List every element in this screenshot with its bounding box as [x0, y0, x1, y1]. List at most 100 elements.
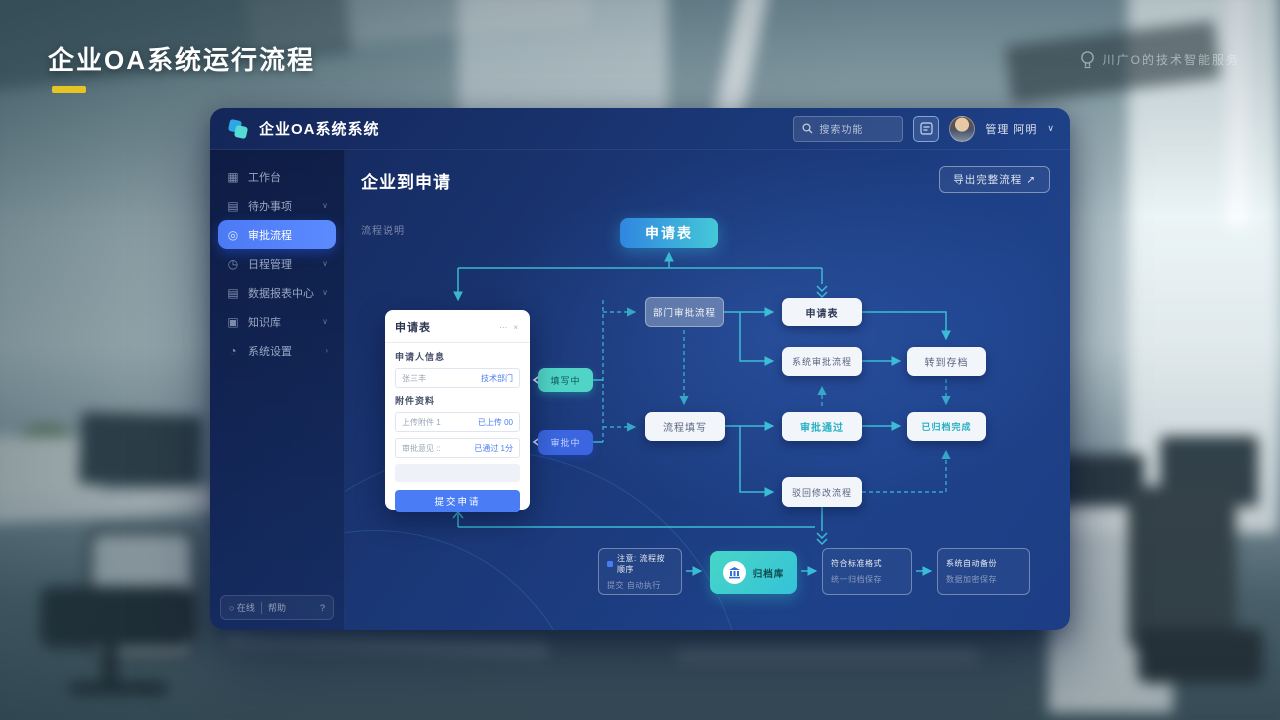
- field-link[interactable]: 已上传 00: [477, 417, 513, 427]
- search-placeholder: 搜索功能: [819, 125, 864, 136]
- watermark: 川广O的技术智能服务: [1079, 50, 1240, 69]
- user-name[interactable]: 管理 阿明: [985, 123, 1038, 136]
- sidebar-item-approval-flow[interactable]: ◎ 审批流程: [218, 220, 336, 249]
- std-line2: 统一归档保存: [831, 575, 882, 584]
- chevron-down-icon[interactable]: ∨: [1047, 123, 1054, 133]
- chevron-icon: ∨: [322, 288, 328, 297]
- watermark-text: 川广O的技术智能服务: [1102, 53, 1240, 67]
- archive-box[interactable]: 归档库: [710, 551, 797, 594]
- sidebar-item-label: 日程管理: [248, 258, 292, 271]
- sidebar-item-label: 审批流程: [248, 229, 292, 242]
- flow-node-application-form-top[interactable]: 申请表: [620, 218, 718, 248]
- form-field-attachment[interactable]: 上传附件 1 已上传 00: [395, 412, 520, 432]
- form-section-applicant: 申请人信息: [395, 352, 446, 362]
- flow-canvas: 企业到申请 流程说明 导出完整流程 ↗: [345, 150, 1070, 630]
- page-subtitle: 流程说明: [361, 226, 405, 237]
- application-form-card: 申请表 ⋯ × 申请人信息 张三丰 技术部门 附件资料 上传附件 1 已上传 0…: [385, 310, 530, 512]
- field-value: 上传附件 1: [402, 417, 441, 427]
- card-controls[interactable]: ⋯ ×: [499, 322, 520, 332]
- flow-node-sys-review[interactable]: 系统审批流程: [782, 347, 862, 376]
- book-icon: ▣: [227, 314, 239, 329]
- office-chair-seat: [1138, 628, 1263, 683]
- sidebar-item-reports[interactable]: ▤ 数据报表中心 ∨: [218, 278, 336, 307]
- sidebar-item-todo[interactable]: ▤ 待办事项 ∨: [218, 191, 336, 220]
- chevron-icon: ∨: [322, 259, 328, 268]
- std-line1: 符合标准格式: [831, 559, 882, 568]
- chevron-icon: ∨: [322, 317, 328, 326]
- bottom-note-box: 注意: 流程按顺序 提交 自动执行: [598, 548, 682, 595]
- search-input[interactable]: 搜索功能: [793, 115, 904, 142]
- divider: [385, 342, 530, 343]
- sidebar-item-label: 系统设置: [248, 345, 292, 358]
- archive-icon: [728, 567, 740, 579]
- chair-base: [68, 682, 168, 694]
- flow-node-pass[interactable]: 审批通过: [782, 412, 862, 441]
- notifications-button[interactable]: [913, 115, 940, 142]
- sidebar-item-workbench[interactable]: ▦ 工作台: [218, 162, 336, 191]
- clock-icon: ◷: [227, 256, 239, 271]
- grid-icon: ▦: [227, 169, 239, 184]
- archive-label: 归档库: [752, 568, 785, 580]
- monitor-dark: [78, 411, 204, 489]
- field-value: 张三丰: [402, 373, 426, 383]
- flow-node-transfer[interactable]: 转到存档: [907, 347, 986, 376]
- flow-node-dept-review[interactable]: 部门审批流程: [645, 297, 724, 327]
- floor-reflection: [678, 648, 978, 661]
- field-value: 审批意见 ::: [402, 443, 441, 453]
- gear-icon: ◔: [229, 343, 237, 358]
- sidebar-footer[interactable]: ○ 在线 帮助 ?: [220, 595, 334, 620]
- sidebar-item-label: 待办事项: [248, 200, 292, 213]
- chevron-icon: ›: [325, 346, 328, 355]
- lightbulb-icon: [1080, 51, 1094, 69]
- form-field-name[interactable]: 张三丰 技术部门: [395, 368, 520, 388]
- note-line1: 注意: 流程按顺序: [617, 553, 665, 574]
- app-title: 企业OA系统系统: [259, 121, 380, 138]
- export-flow-button[interactable]: 导出完整流程 ↗: [939, 166, 1050, 193]
- oa-app-window: 企业OA系统系统 搜索功能 管理 阿明 ∨ ▦: [210, 108, 1070, 630]
- form-section-attachments: 附件资料: [395, 396, 436, 406]
- app-logo-icon: [228, 118, 248, 139]
- sidebar-item-label: 工作台: [248, 171, 281, 184]
- backup-line2: 数据加密保存: [946, 575, 997, 584]
- bottom-standard-box: 符合标准格式 统一归档保存: [822, 548, 912, 595]
- sidebar-item-label: 数据报表中心: [248, 287, 314, 300]
- form-field-opinion[interactable]: 审批意见 :: 已通过 1分: [395, 438, 520, 458]
- office-chair-back: [1128, 486, 1236, 651]
- form-title: 申请表: [395, 322, 431, 334]
- flow-node-done[interactable]: 已归档完成: [907, 412, 986, 441]
- title-underline: [52, 86, 86, 93]
- status-tag-reviewing[interactable]: 审批中: [538, 430, 593, 455]
- ceiling-light: [1226, 0, 1250, 228]
- help-link[interactable]: 帮助: [267, 603, 286, 613]
- flow-node-reject[interactable]: 驳回修改流程: [782, 477, 862, 507]
- report-icon: ▤: [227, 285, 239, 300]
- form-field-empty[interactable]: [395, 464, 520, 482]
- flow-node-apply-form[interactable]: 申请表: [782, 298, 862, 326]
- app-header: 企业OA系统系统 搜索功能 管理 阿明 ∨: [210, 108, 1070, 150]
- page-title: 企业到申请: [361, 173, 451, 192]
- flow-node-fill[interactable]: 流程填写: [645, 412, 725, 441]
- sidebar-item-schedule[interactable]: ◷ 日程管理 ∨: [218, 249, 336, 278]
- search-icon: [802, 123, 813, 134]
- archive-icon-circle: [722, 561, 746, 584]
- sidebar-item-settings[interactable]: ◔ 系统设置 ›: [218, 336, 336, 365]
- chevron-icon: ∨: [322, 201, 328, 210]
- sidebar-item-knowledge[interactable]: ▣ 知识库 ∨: [218, 307, 336, 336]
- bottom-backup-box: 系统自动备份 数据加密保存: [937, 548, 1030, 595]
- office-chair-seat: [40, 586, 192, 648]
- floor-reflection: [227, 630, 549, 658]
- field-link[interactable]: 已通过 1分: [474, 443, 513, 453]
- flow-connectors: [452, 251, 951, 576]
- question-icon[interactable]: ?: [319, 602, 325, 613]
- panel-icon: [920, 122, 933, 135]
- sidebar: ▦ 工作台 ▤ 待办事项 ∨ ◎ 审批流程 ◷ 日程管理 ∨ ▤ 数据报表中: [210, 150, 345, 630]
- bullet-icon: [607, 560, 613, 567]
- slide-title: 企业OA系统运行流程: [48, 45, 316, 75]
- divider: [260, 601, 262, 614]
- user-avatar[interactable]: [949, 115, 976, 142]
- sidebar-item-label: 知识库: [248, 316, 281, 329]
- submit-button[interactable]: 提交申请: [395, 490, 520, 512]
- status-tag-filling[interactable]: 填写中: [538, 368, 593, 392]
- field-link[interactable]: 技术部门: [481, 373, 513, 383]
- note-line2: 提交 自动执行: [607, 580, 661, 590]
